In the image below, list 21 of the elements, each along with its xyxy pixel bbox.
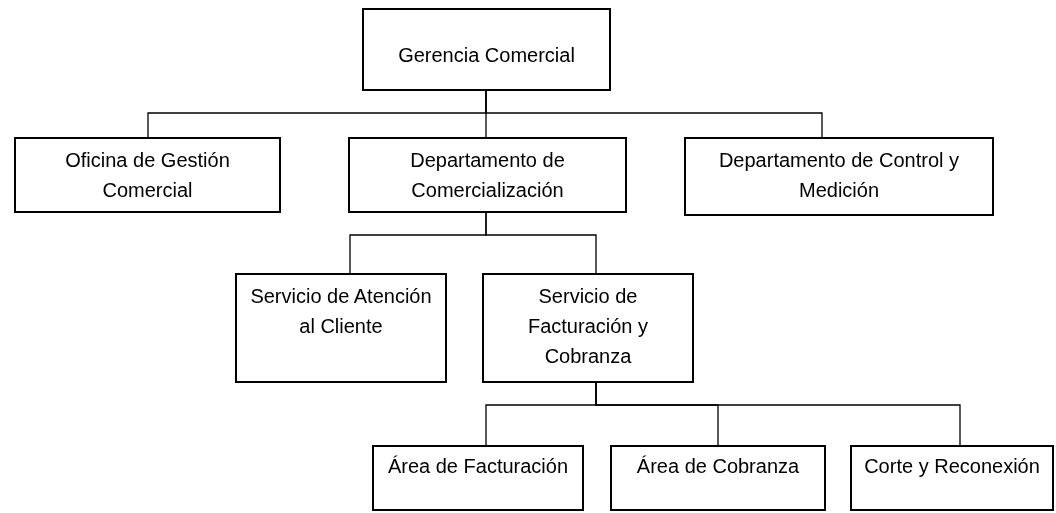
unit-name: Gerencia Comercial [398,43,575,68]
connector-line [595,382,961,446]
org-unit-box [684,137,994,216]
unit-name: Corte y Reconexión [864,454,1040,479]
org-unit-box [14,137,281,213]
org-unit-box [610,445,826,511]
unit-name: Departamento de Comercialización [409,148,566,203]
unit-name: Servicio de Facturación y Cobranza [526,284,650,369]
org-unit-box [850,445,1054,511]
unit-name: Oficina de Gestión Comercial [64,148,231,203]
unit-name: Servicio de Atención al Cliente [249,284,433,339]
unit-name: Área de Facturación [387,454,569,479]
connector-line [485,90,823,138]
org-unit-box [362,8,611,91]
org-unit-box [372,445,584,511]
org-unit-box [235,273,447,383]
unit-name: Departamento de Control y Medición [717,148,961,203]
org-unit-box [482,273,694,383]
unit-name: Área de Cobranza [636,454,800,479]
org-unit-box [348,137,627,213]
connector-line [485,212,597,274]
